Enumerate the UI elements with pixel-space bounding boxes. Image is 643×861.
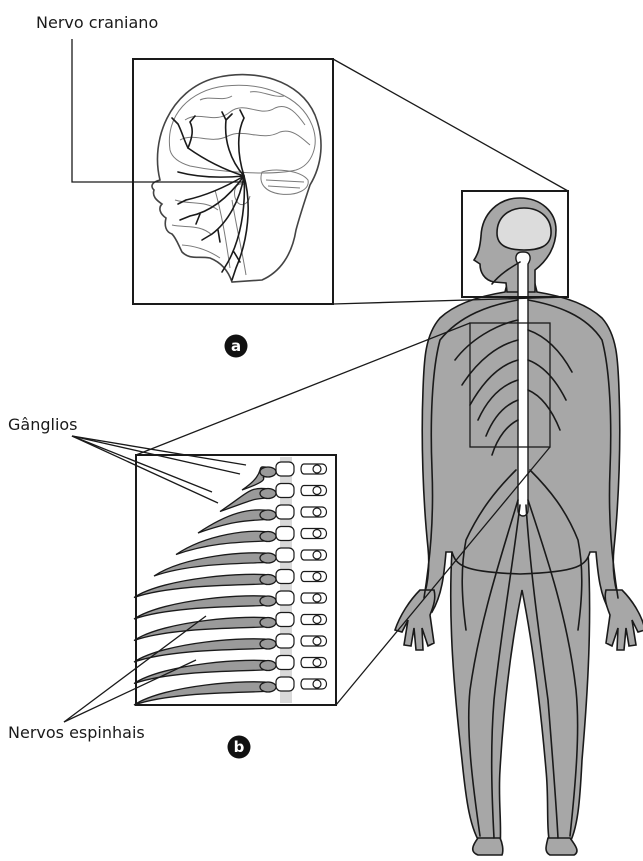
vertebra-knob bbox=[313, 487, 321, 495]
vertebra-body bbox=[276, 527, 294, 541]
marker-a: a bbox=[225, 335, 248, 358]
body-legs bbox=[451, 550, 590, 846]
ganglion bbox=[260, 532, 276, 542]
vertebra-body bbox=[276, 613, 294, 627]
vertebra-knob bbox=[313, 594, 321, 602]
label-cranial-nerve: Nervo craniano bbox=[36, 13, 158, 32]
ganglion bbox=[260, 682, 276, 692]
vertebra-body bbox=[276, 462, 294, 476]
vertebra-knob bbox=[313, 465, 321, 473]
ganglion bbox=[260, 467, 276, 477]
vertebra-knob bbox=[313, 616, 321, 624]
vertebra-body bbox=[276, 484, 294, 498]
marker-a-text: a bbox=[231, 337, 241, 355]
vertebra-knob bbox=[313, 573, 321, 581]
marker-b: b bbox=[228, 736, 251, 759]
vertebra-knob bbox=[313, 659, 321, 667]
vertebra-knob bbox=[313, 508, 321, 516]
vertebra-body bbox=[276, 591, 294, 605]
vertebra-knob bbox=[313, 637, 321, 645]
label-ganglia: Gânglios bbox=[8, 415, 78, 434]
vertebra-body bbox=[276, 505, 294, 519]
inset-spine bbox=[134, 455, 336, 705]
ganglion bbox=[260, 639, 276, 649]
vertebra-body bbox=[276, 656, 294, 670]
left-foot bbox=[473, 838, 503, 855]
ganglion bbox=[260, 575, 276, 585]
right-foot bbox=[546, 838, 577, 855]
label-spinal-nerves: Nervos espinhais bbox=[8, 723, 145, 742]
ganglion bbox=[260, 596, 276, 606]
spinal-cord bbox=[516, 252, 530, 516]
ganglion bbox=[260, 618, 276, 628]
vertebra-knob bbox=[313, 680, 321, 688]
ganglion bbox=[260, 510, 276, 520]
ganglion bbox=[260, 553, 276, 563]
left-hand bbox=[395, 590, 435, 650]
ganglion bbox=[260, 489, 276, 499]
vertebra-knob bbox=[313, 530, 321, 538]
vertebra-body bbox=[276, 634, 294, 648]
marker-b-text: b bbox=[234, 738, 245, 756]
vertebra-body bbox=[276, 677, 294, 691]
vertebra-knob bbox=[313, 551, 321, 559]
brain bbox=[497, 208, 551, 250]
right-hand bbox=[605, 590, 643, 650]
ganglion bbox=[260, 661, 276, 671]
vertebra-body bbox=[276, 548, 294, 562]
vertebra-body bbox=[276, 570, 294, 584]
